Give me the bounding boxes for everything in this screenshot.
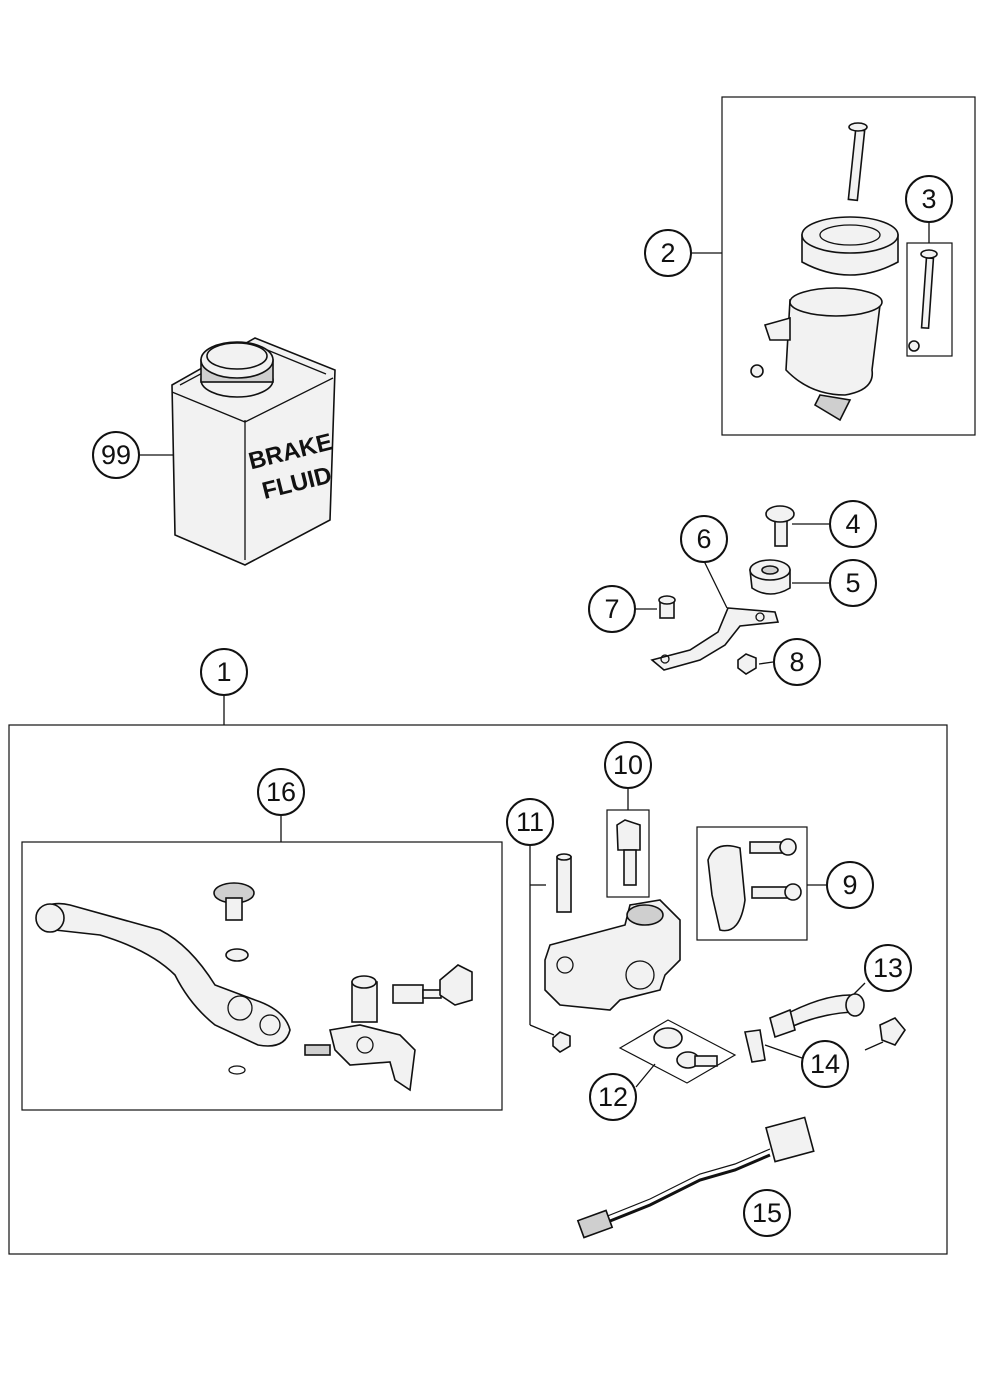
svg-text:14: 14	[810, 1049, 840, 1079]
svg-text:3: 3	[921, 184, 936, 214]
callout-3: 3	[905, 175, 953, 223]
svg-text:8: 8	[789, 647, 804, 677]
svg-text:10: 10	[613, 750, 643, 780]
callout-15: 15	[743, 1189, 791, 1237]
svg-text:1: 1	[216, 657, 231, 687]
svg-text:13: 13	[873, 953, 903, 983]
callout-99: 99	[92, 431, 140, 479]
callout-13: 13	[864, 944, 912, 992]
reservoir-group-box	[721, 96, 976, 436]
master-cylinder-body	[544, 819, 802, 1053]
svg-text:5: 5	[845, 568, 860, 598]
callout-16: 16	[257, 768, 305, 816]
svg-text:16: 16	[266, 777, 296, 807]
callout-11: 11	[506, 798, 554, 846]
callout-10: 10	[604, 741, 652, 789]
callout-1: 1	[200, 648, 248, 696]
callout-5: 5	[829, 559, 877, 607]
callout-12: 12	[589, 1073, 637, 1121]
svg-text:15: 15	[752, 1198, 782, 1228]
lever-group-box	[21, 841, 503, 1111]
seals-and-hose	[653, 993, 906, 1069]
clamp-9-box	[696, 826, 808, 941]
master-cylinder-group-box	[8, 724, 948, 1255]
callout-4: 4	[829, 500, 877, 548]
callout-8: 8	[773, 638, 821, 686]
leader-lines	[139, 222, 930, 1088]
seal-kit-12-box	[618, 1019, 737, 1084]
reservoir-assembly	[750, 122, 938, 422]
callout-14: 14	[801, 1040, 849, 1088]
callout-9: 9	[826, 861, 874, 909]
callout-7: 7	[588, 585, 636, 633]
svg-text:12: 12	[598, 1082, 628, 1112]
bracket-hardware	[650, 505, 795, 675]
brake-switch-cable	[576, 1116, 815, 1239]
svg-text:7: 7	[604, 594, 619, 624]
brake-fluid-bottle: BRAKE FLUID	[171, 337, 336, 566]
svg-text:4: 4	[845, 509, 860, 539]
svg-text:11: 11	[516, 807, 544, 837]
svg-text:99: 99	[101, 440, 131, 470]
lever-assembly	[35, 882, 473, 1092]
callout-2: 2	[644, 229, 692, 277]
svg-text:9: 9	[842, 870, 857, 900]
callout-6: 6	[680, 515, 728, 563]
svg-text:2: 2	[660, 238, 675, 268]
svg-text:6: 6	[696, 524, 711, 554]
